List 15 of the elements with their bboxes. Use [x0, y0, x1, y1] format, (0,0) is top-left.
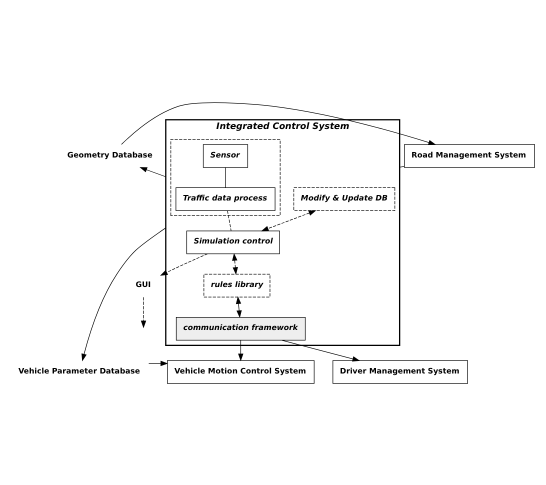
connector — [227, 210, 232, 230]
arrow — [139, 166, 166, 177]
connector — [225, 166, 226, 188]
arrow — [282, 339, 360, 361]
arrow — [160, 253, 208, 276]
arrow — [236, 296, 242, 318]
connector — [399, 166, 405, 167]
arrow — [121, 102, 436, 145]
arrow — [238, 340, 244, 361]
arrow — [148, 360, 168, 366]
cluster — [170, 138, 280, 216]
arrow — [82, 227, 166, 361]
arrow — [140, 296, 146, 328]
arrow — [232, 252, 238, 274]
arrow — [261, 210, 316, 231]
